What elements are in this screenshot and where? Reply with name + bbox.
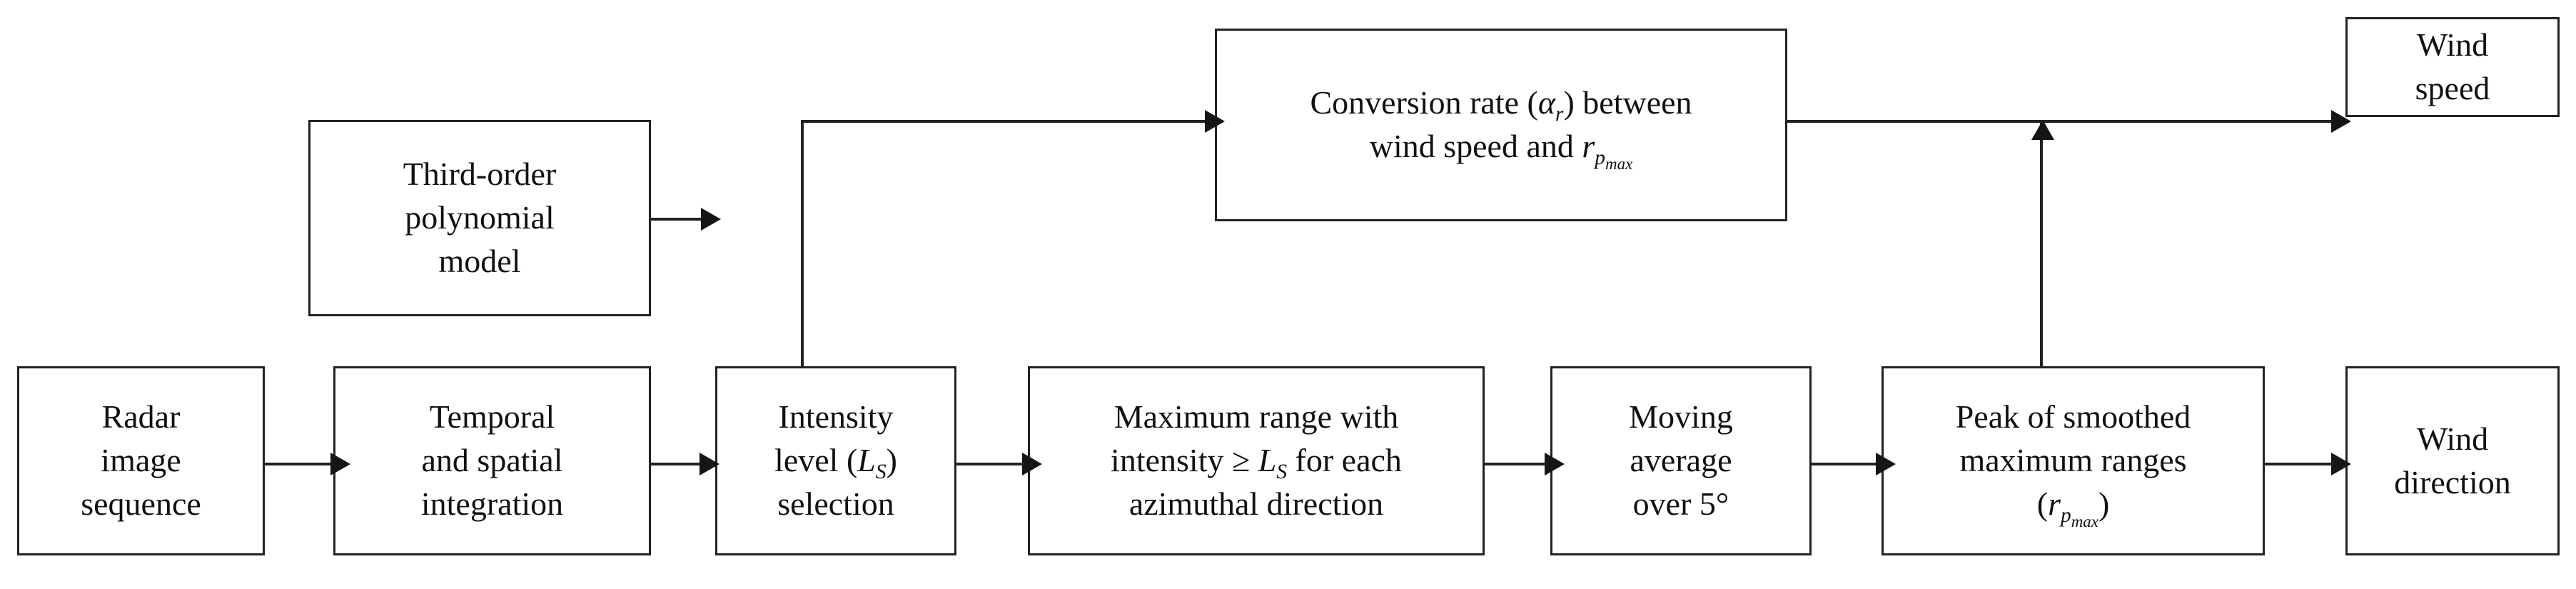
arrowhead-radar-to-temporal [330, 453, 350, 475]
node-intensity-level-selection[interactable]: Intensity level (LS) selection [715, 366, 956, 555]
temporal-line-1: Temporal [429, 398, 555, 436]
node-peak-label: Peak of smoothed maximum ranges (rpmax) [1889, 396, 2257, 530]
arrowhead-poly-to-riser [701, 208, 721, 231]
arrowhead-moving-to-peak [1876, 453, 1896, 475]
connector-conversion-to-windspeed [1787, 120, 2345, 123]
node-conversion-rate[interactable]: Conversion rate (αr) between wind speed … [1215, 29, 1787, 221]
moving-line-2: average [1630, 442, 1732, 479]
arrowhead-temporal-to-intensity [699, 453, 719, 475]
connector-riser-to-conversion [801, 120, 1215, 123]
conversion-rate-line-1: Conversion rate (αr) between [1310, 84, 1692, 126]
radar-line-3: sequence [81, 485, 201, 522]
wind-direction-line-1: Wind [2416, 420, 2489, 457]
connector-peak-riser [2040, 121, 2043, 366]
temporal-line-2: and spatial [421, 442, 563, 479]
connector-intensity-to-maxrange [956, 463, 1028, 465]
node-intensity-label: Intensity level (LS) selection [723, 396, 949, 525]
wind-speed-line-1: Wind [2416, 26, 2489, 64]
node-moving-label: Moving average over 5° [1558, 396, 1804, 525]
conversion-rate-line-2: wind speed and rpmax [1369, 128, 1633, 173]
arrowhead-intensity-to-maxrange [1022, 453, 1042, 475]
node-peak-of-smoothed-maximum-ranges[interactable]: Peak of smoothed maximum ranges (rpmax) [1882, 366, 2265, 555]
connector-intensity-riser [801, 120, 804, 366]
moving-line-1: Moving [1629, 398, 1733, 436]
peak-line-1: Peak of smoothed [1955, 398, 2191, 436]
moving-line-3: over 5° [1632, 485, 1729, 522]
node-maximum-range[interactable]: Maximum range with intensity ≥ LS for ea… [1028, 366, 1485, 555]
wind-direction-line-2: direction [2394, 463, 2511, 500]
connector-radar-to-temporal [265, 463, 333, 465]
node-temporal-and-spatial-integration[interactable]: Temporal and spatial integration [333, 366, 651, 555]
connector-peak-to-winddirection [2265, 463, 2338, 465]
peak-line-3: (rpmax) [2036, 485, 2110, 530]
radar-line-1: Radar [101, 398, 181, 436]
maxrange-line-3: azimuthal direction [1128, 485, 1384, 522]
arrowhead-conversion-to-windspeed [2331, 110, 2351, 133]
node-radar-label: Radar image sequence [25, 396, 257, 525]
arrowhead-peak-riser [2031, 120, 2054, 140]
polynomial-line-1: Third-order [403, 156, 557, 193]
connector-temporal-to-intensity [651, 463, 705, 465]
intensity-line-2: level (LS) [774, 442, 897, 484]
connector-maxrange-to-moving [1485, 463, 1550, 465]
connector-poly-to-riser [651, 218, 708, 221]
node-polynomial-label: Third-order polynomial model [316, 153, 643, 283]
radar-line-2: image [101, 442, 181, 479]
arrowhead-maxrange-to-moving [1545, 453, 1565, 475]
node-third-order-polynomial-model[interactable]: Third-order polynomial model [308, 120, 651, 316]
arrowhead-riser-to-conversion [1205, 110, 1225, 133]
node-wind-direction-label: Wind direction [2353, 418, 2552, 504]
node-wind-direction[interactable]: Wind direction [2345, 366, 2560, 555]
node-radar-image-sequence[interactable]: Radar image sequence [17, 366, 265, 555]
connector-moving-to-peak [1812, 463, 1882, 465]
node-maxrange-label: Maximum range with intensity ≥ LS for ea… [1036, 396, 1477, 525]
temporal-line-3: integration [420, 485, 564, 522]
arrowhead-peak-to-winddirection [2331, 453, 2351, 475]
maxrange-line-1: Maximum range with [1113, 398, 1399, 436]
peak-line-2: maximum ranges [1959, 442, 2187, 479]
polynomial-line-2: polynomial [405, 199, 555, 236]
node-wind-speed[interactable]: Wind speed [2345, 17, 2560, 117]
intensity-line-1: Intensity [778, 398, 894, 436]
node-conversion-rate-label: Conversion rate (αr) between wind speed … [1223, 81, 1779, 173]
node-moving-average[interactable]: Moving average over 5° [1550, 366, 1812, 555]
wind-speed-line-2: speed [2415, 70, 2490, 106]
maxrange-line-2: intensity ≥ LS for each [1111, 442, 1402, 484]
node-wind-speed-label: Wind speed [2353, 24, 2552, 110]
intensity-line-3: selection [777, 485, 894, 522]
polynomial-line-3: model [438, 242, 521, 279]
node-temporal-label: Temporal and spatial integration [341, 396, 643, 525]
